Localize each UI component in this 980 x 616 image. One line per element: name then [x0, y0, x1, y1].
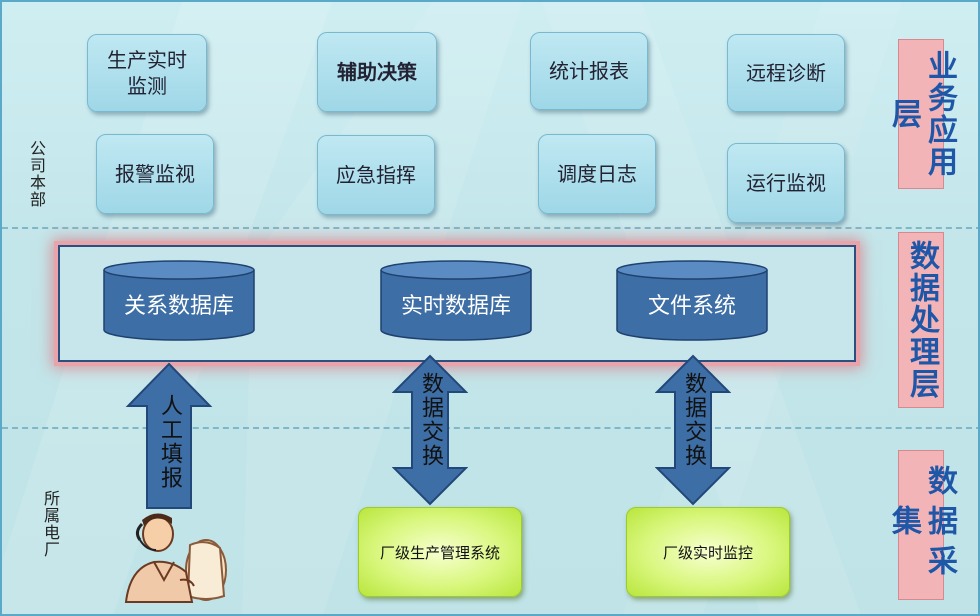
app-label: 调度日志: [557, 162, 637, 186]
db-file-system[interactable]: 文件系统: [616, 260, 768, 342]
app-label: 生产实时 监测: [107, 48, 187, 98]
app-label: 应急指挥: [336, 163, 416, 187]
app-label: 远程诊断: [746, 61, 826, 85]
app-operation-monitoring[interactable]: 运行监视: [727, 143, 845, 223]
separator-top: [2, 227, 978, 229]
layer-label-processing: 数据处理层: [898, 232, 944, 408]
plants-label: 所属电厂: [41, 490, 60, 558]
app-realtime-monitoring[interactable]: 生产实时 监测: [87, 34, 207, 112]
exchange-label-1: 数据交换: [418, 372, 443, 468]
plant-label: 厂级实时监控: [662, 543, 753, 562]
app-label: 统计报表: [549, 59, 629, 83]
plant-production-management[interactable]: 厂级生产管理系统: [358, 507, 522, 597]
app-statistics-report[interactable]: 统计报表: [530, 32, 648, 110]
layer-label-collection: 数据采集: [886, 450, 957, 600]
app-label: 报警监视: [115, 162, 195, 186]
layer-text: 业务应用层: [886, 50, 957, 178]
app-dispatch-log[interactable]: 调度日志: [538, 134, 656, 214]
app-label: 运行监视: [746, 171, 826, 195]
layer-label-application: 业务应用层: [886, 39, 957, 189]
app-alarm-monitoring[interactable]: 报警监视: [96, 134, 214, 214]
db-realtime[interactable]: 实时数据库: [380, 260, 532, 342]
cylinder-icon: [103, 260, 255, 341]
exchange-arrow-1: [392, 354, 468, 506]
operator-icon: [124, 513, 227, 603]
db-relational[interactable]: 关系数据库: [103, 260, 255, 342]
db-label: 实时数据库: [400, 294, 511, 319]
layer-text: 数据采集: [886, 465, 957, 585]
manual-entry-label: 人工填报: [157, 394, 182, 490]
headquarters-label: 公司本部: [27, 140, 46, 208]
cylinder-icon: [616, 260, 768, 341]
cylinder-icon: [380, 260, 532, 341]
separator-bottom: [2, 427, 978, 429]
app-decision-support[interactable]: 辅助决策: [317, 32, 437, 112]
app-label: 辅助决策: [337, 60, 417, 84]
app-remote-diagnosis[interactable]: 远程诊断: [727, 34, 845, 112]
db-label: 文件系统: [647, 294, 736, 319]
exchange-label-2: 数据交换: [681, 372, 706, 468]
plant-label: 厂级生产管理系统: [379, 543, 500, 562]
plant-realtime-monitoring[interactable]: 厂级实时监控: [626, 507, 790, 597]
exchange-arrow-2: [655, 354, 731, 506]
app-emergency-command[interactable]: 应急指挥: [317, 135, 435, 215]
db-label: 关系数据库: [123, 294, 234, 319]
layer-text: 数据处理层: [904, 240, 939, 400]
manual-entry-arrow: [125, 362, 213, 509]
